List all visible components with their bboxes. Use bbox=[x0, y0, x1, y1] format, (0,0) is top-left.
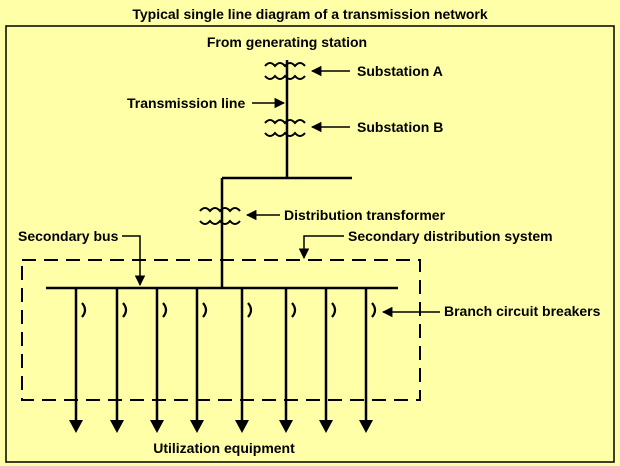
secondary-distribution-box bbox=[21, 259, 421, 401]
label-distribution-transformer: Distribution transformer bbox=[284, 207, 446, 223]
branch-breaker-7 bbox=[331, 302, 337, 318]
branch-feeders bbox=[69, 288, 377, 433]
utilization-arrow-4 bbox=[190, 420, 204, 433]
branch-breaker-6 bbox=[291, 302, 297, 318]
utilization-arrow-3 bbox=[150, 420, 164, 433]
utilization-arrow-7 bbox=[319, 420, 333, 433]
utilization-arrow-8 bbox=[359, 420, 373, 433]
utilization-arrow-6 bbox=[279, 420, 293, 433]
label-substation-a: Substation A bbox=[357, 63, 443, 79]
substation-b-symbol bbox=[264, 119, 306, 137]
branch-breaker-4 bbox=[202, 302, 208, 318]
branch-breaker-8 bbox=[371, 302, 377, 318]
substation-a-symbol bbox=[264, 62, 306, 80]
branch-breaker-1 bbox=[81, 302, 87, 318]
branch-breaker-2 bbox=[122, 302, 128, 318]
utilization-arrow-2 bbox=[110, 420, 124, 433]
label-branch-circuit-breakers: Branch circuit breakers bbox=[444, 303, 601, 319]
diagram-title: Typical single line diagram of a transmi… bbox=[132, 6, 488, 22]
label-secondary-bus: Secondary bus bbox=[18, 228, 119, 244]
branch-breaker-3 bbox=[162, 302, 168, 318]
outer-frame bbox=[5, 25, 615, 463]
arrow-secondary-distribution bbox=[298, 235, 344, 260]
label-utilization-equipment: Utilization equipment bbox=[153, 440, 295, 456]
distribution-transformer-symbol bbox=[199, 207, 241, 225]
label-substation-b: Substation B bbox=[357, 119, 444, 135]
label-generating-station: From generating station bbox=[206, 34, 368, 50]
arrow-secondary-bus bbox=[122, 235, 146, 287]
utilization-arrow-5 bbox=[235, 420, 249, 433]
branch-breaker-5 bbox=[247, 302, 253, 318]
label-transmission-line: Transmission line bbox=[127, 95, 246, 111]
label-secondary-distribution-system: Secondary distribution system bbox=[348, 228, 553, 244]
utilization-arrow-1 bbox=[69, 420, 83, 433]
